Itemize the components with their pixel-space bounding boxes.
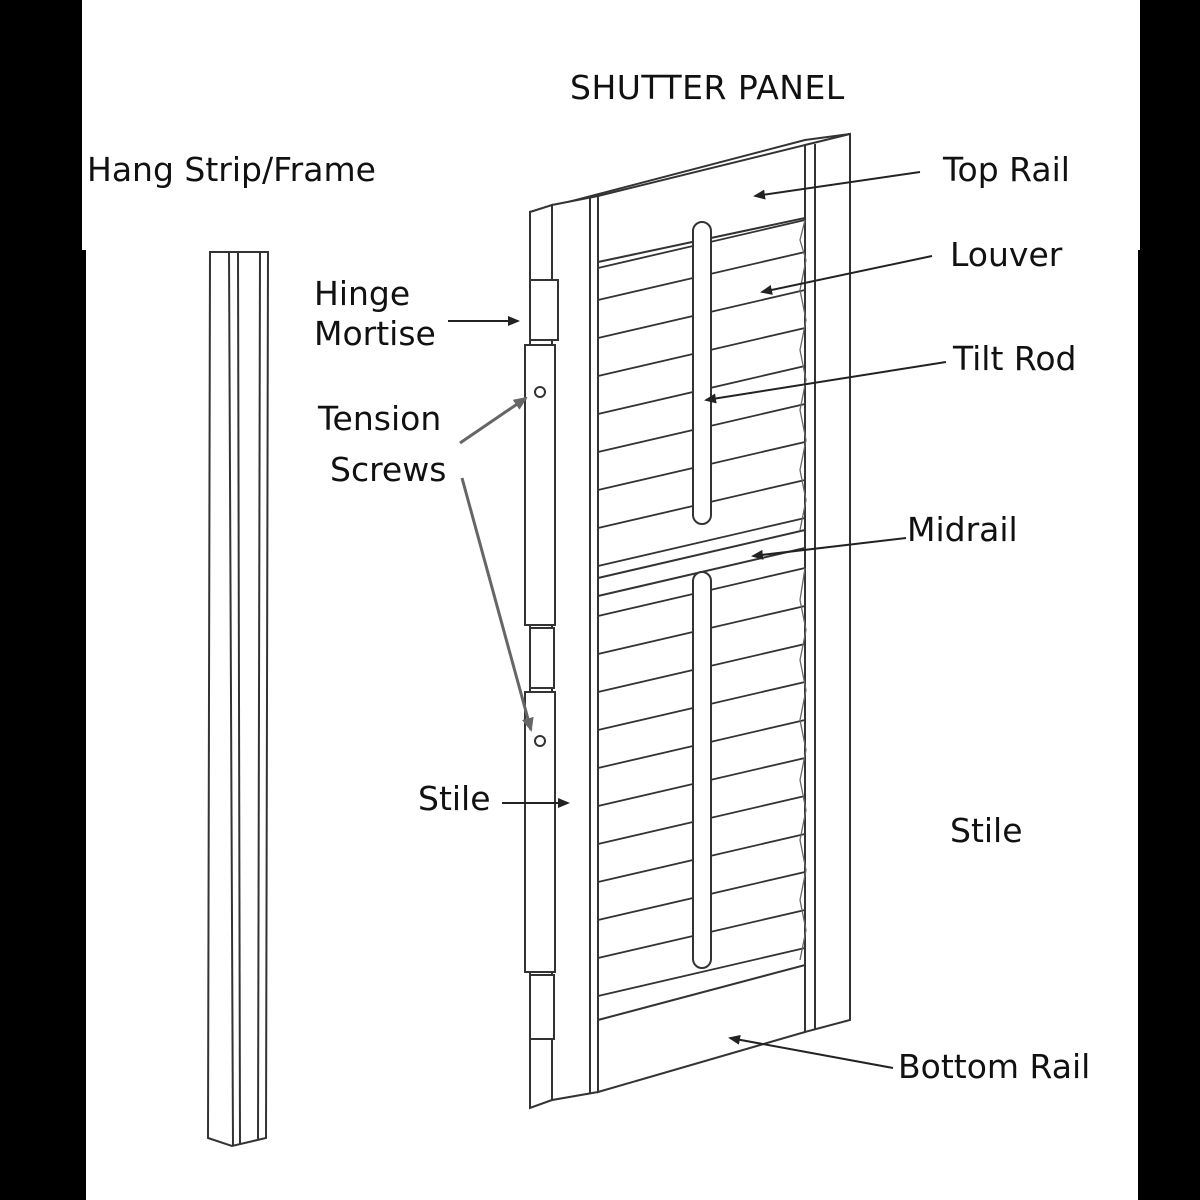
leader-lines: [448, 171, 947, 1069]
label-louver: Louver: [950, 235, 1063, 274]
louver-ends: [799, 219, 807, 961]
label-stile-left: Stile: [418, 779, 491, 818]
tilt-rod-upper: [692, 221, 712, 525]
diagram-title: SHUTTER PANEL: [570, 68, 845, 107]
hinges: [524, 279, 559, 1040]
label-hang-strip-frame: Hang Strip/Frame: [87, 150, 376, 189]
label-midrail: Midrail: [907, 510, 1018, 549]
label-stile-right: Stile: [950, 811, 1023, 850]
label-hinge: Hinge: [314, 274, 411, 313]
label-mortise: Mortise: [314, 314, 436, 353]
tilt-rod-lower: [692, 571, 712, 969]
label-top-rail: Top Rail: [943, 150, 1070, 189]
label-bottom-rail: Bottom Rail: [898, 1047, 1091, 1086]
hang-strip-frame: [206, 251, 270, 1148]
label-screws: Screws: [330, 450, 447, 489]
label-tension: Tension: [318, 399, 442, 438]
label-tilt-rod: Tilt Rod: [953, 339, 1077, 378]
